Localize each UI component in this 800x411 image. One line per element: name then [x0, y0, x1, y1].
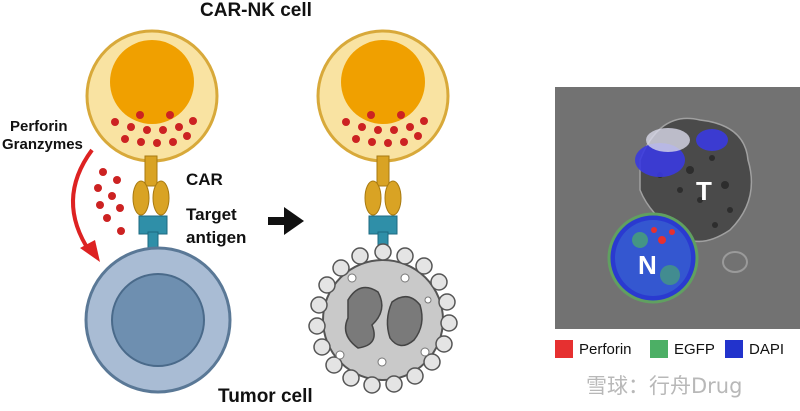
nk-cell-left	[85, 29, 219, 163]
legend-label-egfp: EGFP	[674, 340, 715, 358]
micrograph-label-t: T	[696, 176, 712, 206]
legend-label-dapi: DAPI	[749, 340, 785, 358]
egfp-swatch	[650, 340, 668, 358]
granzymes-label: Granzymes	[2, 136, 83, 153]
car-label: CAR	[186, 170, 223, 189]
apoptotic-tumor-cell	[308, 243, 458, 394]
granules-right	[342, 111, 428, 147]
watermark: 雪球：行舟Drug	[586, 374, 743, 398]
target-antigen-label-line1: Target	[186, 205, 237, 224]
apoptotic-blebs	[308, 243, 458, 394]
perforin-swatch	[555, 340, 573, 358]
legend-item-perforin: Perforin	[555, 340, 632, 358]
tumor-cell-left	[84, 246, 232, 394]
legend-item-egfp: EGFP	[650, 340, 715, 358]
release-arrow	[71, 148, 100, 262]
perforin-label: Perforin	[10, 118, 68, 135]
car-receptor-left	[132, 155, 170, 216]
legend-label-perforin: Perforin	[579, 340, 632, 358]
nk-cell-right	[316, 29, 450, 163]
car-receptor-right	[364, 155, 402, 216]
nk-cell-title: CAR-NK cell	[200, 0, 312, 21]
granules-left	[111, 111, 197, 147]
target-antigen-label-line2: antigen	[186, 228, 247, 247]
dapi-swatch	[725, 340, 743, 358]
transition-arrow	[268, 207, 304, 235]
apoptotic-vesicles	[335, 273, 432, 367]
target-antigen-left	[138, 215, 168, 255]
released-granules	[94, 168, 125, 235]
legend-item-dapi: DAPI	[725, 340, 784, 358]
tumor-cell-label: Tumor cell	[218, 386, 313, 407]
micrograph-label-n: N	[638, 250, 657, 280]
fluorescence-micrograph	[555, 87, 800, 329]
